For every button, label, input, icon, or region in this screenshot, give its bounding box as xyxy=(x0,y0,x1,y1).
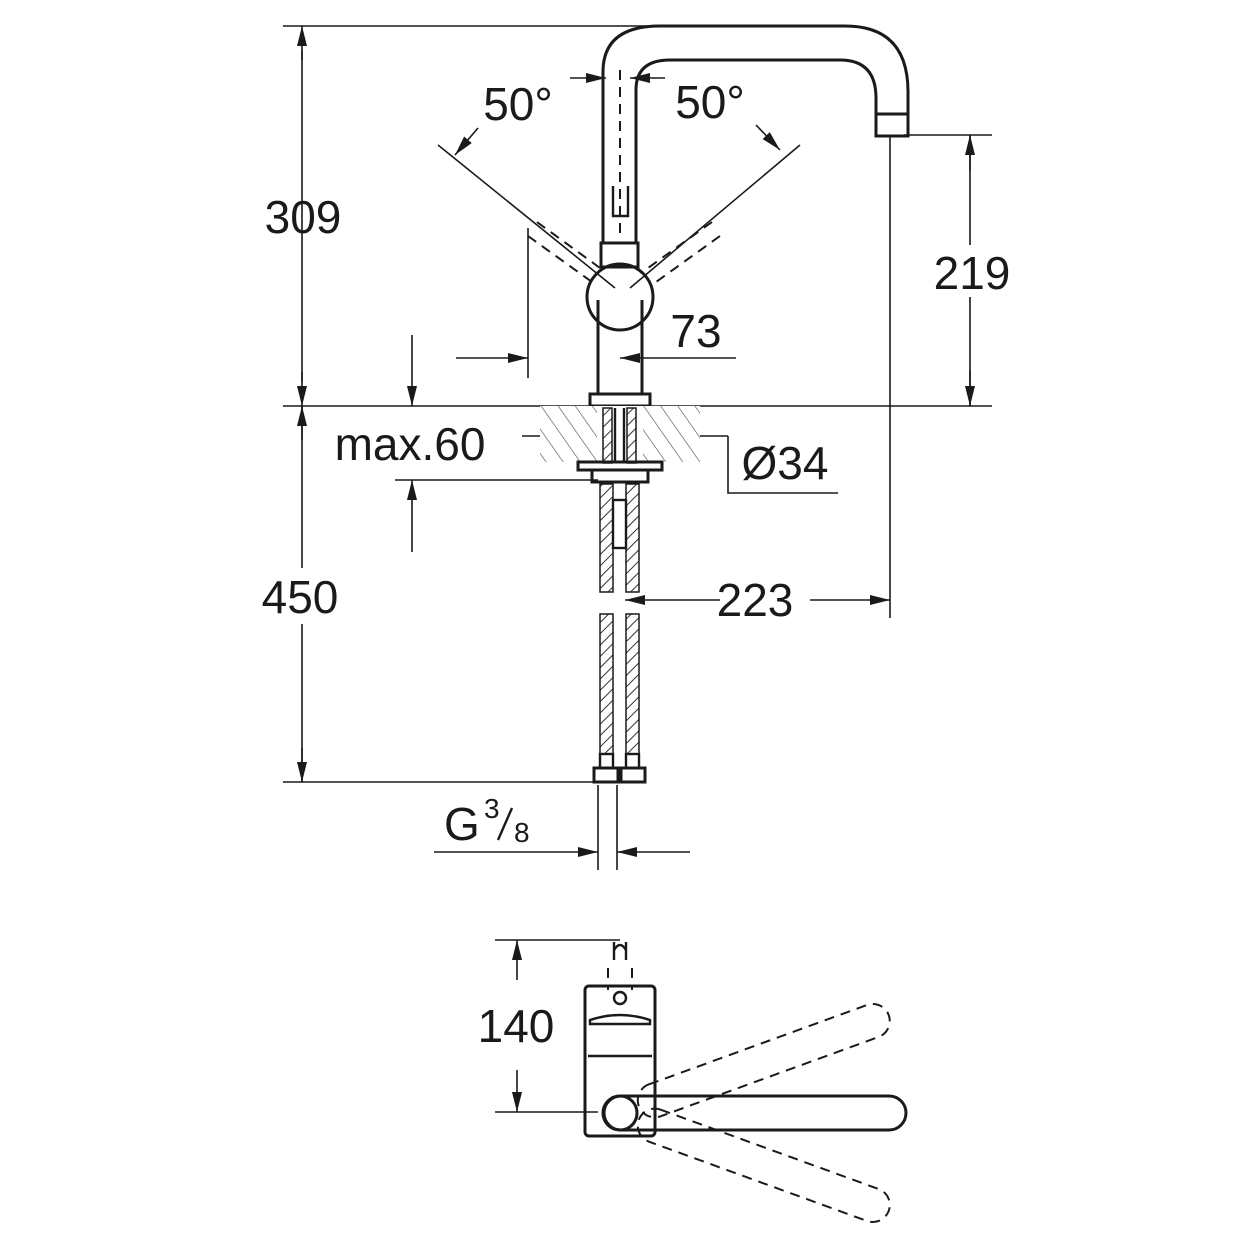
dim-140-label: 140 xyxy=(478,1000,555,1052)
side-view: 309 219 450 max.60 73 Ø34 223 xyxy=(250,24,1020,870)
lever-swing-positions xyxy=(527,221,721,283)
body-base xyxy=(588,392,652,408)
hose-nut-right xyxy=(619,766,647,784)
countertop-section xyxy=(540,406,700,484)
d34-leader xyxy=(727,436,838,494)
spout-outer-contour xyxy=(601,24,910,243)
lever-left-dashed xyxy=(527,221,601,283)
dim-219-label: 219 xyxy=(934,247,1011,299)
hose-left-lower xyxy=(599,613,614,755)
dim-d34-label: Ø34 xyxy=(742,437,829,489)
hose-through-right xyxy=(626,407,637,464)
top-view-lever-swing-down xyxy=(636,1107,891,1224)
spout-aerator xyxy=(874,112,910,138)
top-view-body xyxy=(583,984,657,1138)
dim-g38-numerator: 3 xyxy=(484,793,500,824)
threaded-rod xyxy=(611,498,628,550)
hose-right-lower xyxy=(625,613,640,755)
mounting-nut xyxy=(590,468,650,484)
hose-ferrule-left xyxy=(598,752,615,770)
dim-max60-label: max.60 xyxy=(335,418,486,470)
top-view-lever-dashed-down xyxy=(636,1107,891,1224)
faucet-body xyxy=(585,241,655,408)
spout-inner-detail xyxy=(611,186,630,218)
hose-left-upper xyxy=(599,483,614,593)
dim-73-label: 73 xyxy=(670,305,721,357)
arrow-50-left xyxy=(454,127,479,156)
hose-right-upper xyxy=(625,483,640,593)
arrow-50-right xyxy=(755,124,781,151)
dim-50-right-label: 50° xyxy=(675,76,745,128)
lever-right-dashed xyxy=(647,221,721,283)
spout xyxy=(601,24,910,243)
dim-219-bg xyxy=(925,245,1020,297)
top-view-body-step xyxy=(588,1013,652,1026)
top-view-lever-swing-up xyxy=(636,1002,891,1119)
supply-hoses xyxy=(592,483,647,784)
hose-through-left xyxy=(602,407,613,464)
top-view-spout-outlet xyxy=(612,942,628,960)
dim-50-left-label: 50° xyxy=(483,78,553,130)
dim-g38-fraction-slash xyxy=(496,807,514,841)
dim-309-label: 309 xyxy=(265,191,342,243)
body-collar xyxy=(599,241,640,269)
lever-angle-line-left xyxy=(437,144,616,289)
top-view-spout-base xyxy=(612,990,628,1006)
top-view-lever xyxy=(602,1094,908,1132)
hose-nut-left xyxy=(592,766,620,784)
top-view-lever-pivot xyxy=(601,1094,639,1132)
top-view-lever-dashed-up xyxy=(636,1002,891,1119)
lever-angle-line-right xyxy=(629,144,801,289)
top-view: 140 xyxy=(478,939,908,1224)
dim-g38-denominator: 8 xyxy=(514,817,530,848)
spout-inner-contour xyxy=(634,58,878,243)
dim-g38-prefix: G xyxy=(444,798,480,850)
hose-ferrule-right xyxy=(624,752,641,770)
dim-450-label: 450 xyxy=(262,571,339,623)
body-column xyxy=(596,300,644,396)
dim-223-label: 223 xyxy=(717,574,794,626)
dim-450-bg xyxy=(250,568,350,624)
lever-pivot-circle xyxy=(585,262,655,332)
